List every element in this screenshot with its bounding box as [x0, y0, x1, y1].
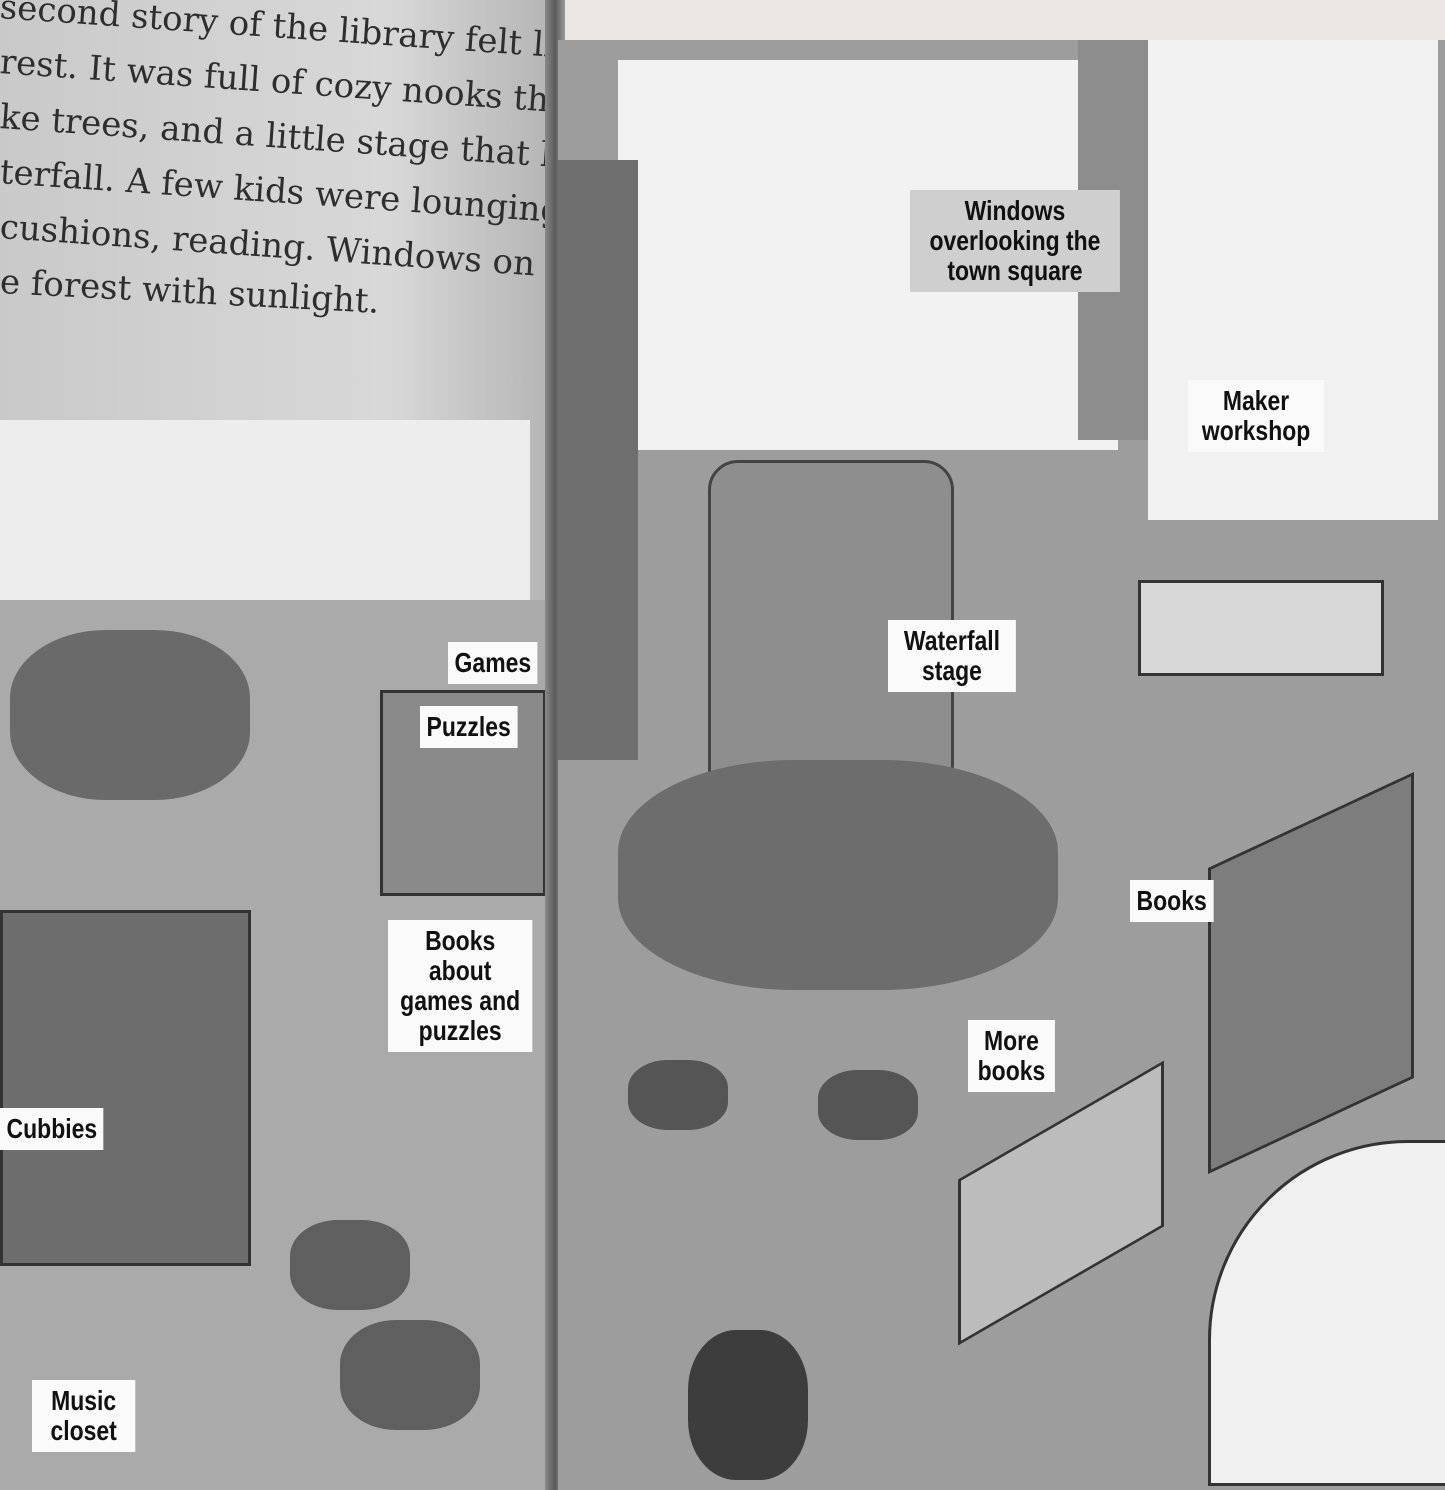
cubbies-shelf	[0, 910, 251, 1266]
label-puzzles: Puzzles	[420, 706, 518, 748]
workshop-table	[1138, 580, 1384, 676]
stump-seat	[628, 1060, 728, 1130]
label-games: Games	[448, 642, 538, 684]
label-books: Books	[1130, 880, 1214, 922]
label-waterfall-stage: Waterfall stage	[888, 620, 1016, 692]
game-shelf	[380, 690, 546, 896]
left-page: second story of the library felt like a …	[0, 0, 656, 1490]
tree-trunk	[558, 160, 638, 760]
right-page: Windows overlooking the town square Make…	[558, 40, 1445, 1490]
cushion-pile	[10, 630, 250, 800]
desk	[1208, 1140, 1445, 1486]
more-books-shelf	[958, 1060, 1164, 1346]
label-music-closet: Music closet	[32, 1380, 136, 1452]
stump-seat	[818, 1070, 918, 1140]
label-cubbies: Cubbies	[0, 1108, 104, 1150]
cushion	[340, 1320, 480, 1430]
label-maker-workshop: Maker workshop	[1188, 380, 1325, 452]
label-more-books: More books	[968, 1020, 1055, 1092]
waterfall-pool	[618, 760, 1058, 990]
bookshelf	[1208, 771, 1414, 1175]
label-windows: Windows overlooking the town square	[910, 190, 1120, 292]
kids-figures	[688, 1330, 808, 1480]
story-text: second story of the library felt like a …	[0, 0, 656, 322]
label-books-games-puzzles: Books about games and puzzles	[388, 920, 533, 1052]
cushion	[290, 1220, 410, 1310]
